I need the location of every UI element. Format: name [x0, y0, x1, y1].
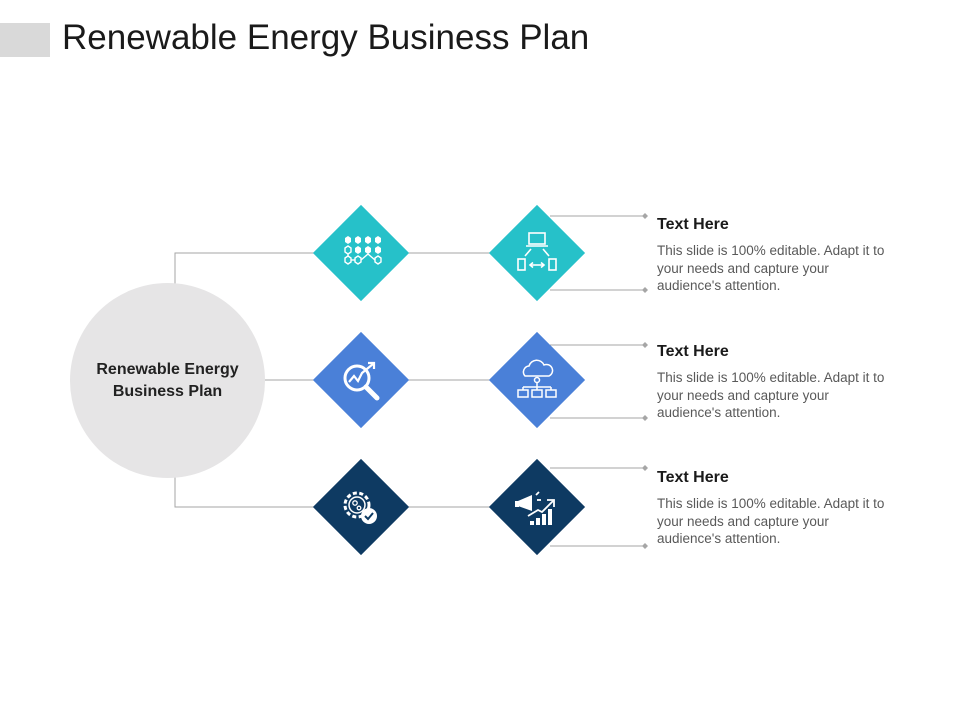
bracket-dot [642, 287, 648, 293]
bracket-dot [642, 415, 648, 421]
bracket-dot [642, 465, 648, 471]
megaphone-growth-icon [515, 491, 555, 525]
slide-title: Renewable Energy Business Plan [62, 18, 590, 57]
hub-label-line-1: Renewable Energy [96, 360, 239, 378]
connector-row-1 [174, 252, 318, 284]
cloud-network-icon [517, 359, 557, 398]
title-accent-bar [0, 23, 50, 57]
text-heading: Text Here [657, 469, 729, 486]
hub-label: Renewable Energy Business Plan [73, 359, 263, 403]
diamond-row-3-right [488, 458, 586, 556]
analytics-magnifier-icon [343, 361, 380, 401]
hub-circle: Renewable Energy Business Plan [70, 283, 265, 478]
text-block-row-1: Text Here This slide is 100% editable. A… [657, 216, 887, 295]
text-heading: Text Here [657, 216, 729, 233]
diamond-row-1-right [488, 204, 586, 302]
bracket-dot [642, 543, 648, 549]
text-body: This slide is 100% editable. Adapt it to… [657, 370, 885, 420]
diamond-row-1-left [312, 204, 410, 302]
bracket-dot [642, 213, 648, 219]
diamond-row-2-left [312, 331, 410, 429]
text-body: This slide is 100% editable. Adapt it to… [657, 243, 885, 293]
diamond-row-2-right [488, 331, 586, 429]
text-body: This slide is 100% editable. Adapt it to… [657, 496, 885, 546]
connector-row-3 [174, 477, 318, 508]
hub-label-line-2: Business Plan [112, 382, 223, 400]
computer-network-icon [517, 232, 557, 271]
network-nodes-icon [344, 236, 382, 265]
text-block-row-3: Text Here This slide is 100% editable. A… [657, 469, 887, 548]
diamond-row-3-left [312, 458, 410, 556]
text-heading: Text Here [657, 343, 729, 360]
text-block-row-2: Text Here This slide is 100% editable. A… [657, 343, 887, 422]
gear-check-icon [343, 491, 377, 524]
bracket-dot [642, 342, 648, 348]
